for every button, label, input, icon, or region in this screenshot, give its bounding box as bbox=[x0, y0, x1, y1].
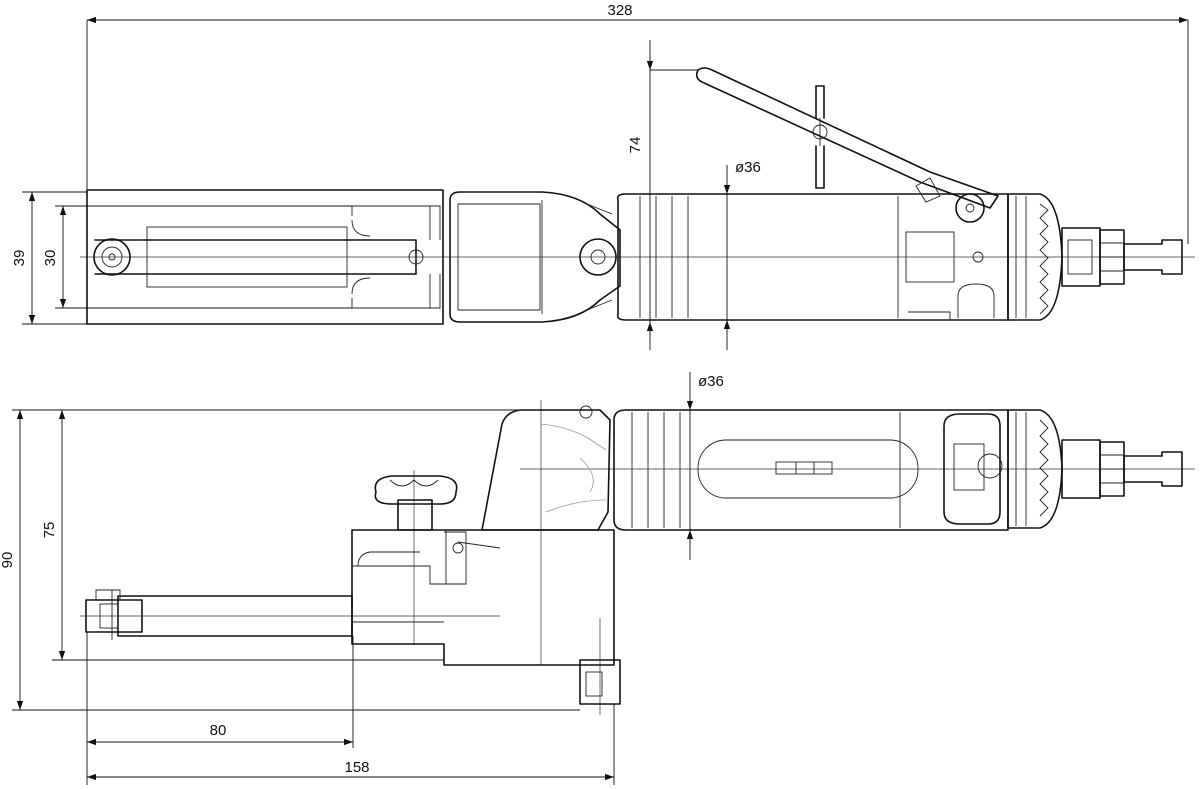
lever-stop-top bbox=[815, 85, 825, 119]
dim-overall-length: 328 bbox=[607, 2, 632, 19]
dim-top-diameter: ø36 bbox=[735, 159, 761, 176]
lever-pivot bbox=[955, 193, 985, 223]
belt-arm-frame bbox=[86, 189, 444, 325]
dim-side-inner-height: 75 bbox=[41, 522, 58, 539]
side-view: ø36 90 75 80 158 bbox=[0, 372, 1195, 785]
dim-trigger-height: 74 bbox=[627, 137, 644, 154]
pivot-knob bbox=[579, 238, 617, 276]
dim-top-inner-height: 30 bbox=[42, 250, 59, 267]
lever-stop-bottom bbox=[815, 145, 825, 189]
side-lever-slot bbox=[697, 439, 919, 499]
dim-top-outer-height: 39 bbox=[11, 250, 28, 267]
dim-side-diameter: ø36 bbox=[698, 373, 724, 390]
side-gear-head bbox=[481, 409, 611, 531]
side-front-roller bbox=[85, 599, 143, 633]
side-quick-coupler bbox=[1123, 451, 1183, 487]
throttle-lever bbox=[695, 67, 999, 209]
side-motor-housing bbox=[613, 409, 1009, 531]
belt-slot bbox=[146, 226, 348, 288]
quick-coupler bbox=[1123, 239, 1183, 275]
dim-reach-length: 158 bbox=[344, 759, 369, 776]
valve-body bbox=[905, 231, 955, 283]
clamp-block bbox=[351, 529, 615, 666]
dim-arm-length: 80 bbox=[210, 722, 227, 739]
side-lever-pivot bbox=[943, 413, 1001, 525]
dim-side-overall-height: 90 bbox=[0, 552, 16, 569]
clamp-knob bbox=[374, 475, 458, 505]
front-roller bbox=[93, 238, 131, 276]
gear-head bbox=[449, 191, 621, 323]
top-view: 328 74 ø36 39 30 bbox=[11, 2, 1195, 350]
bottom-stop bbox=[579, 659, 621, 705]
clamp-knob-stem bbox=[397, 499, 433, 531]
